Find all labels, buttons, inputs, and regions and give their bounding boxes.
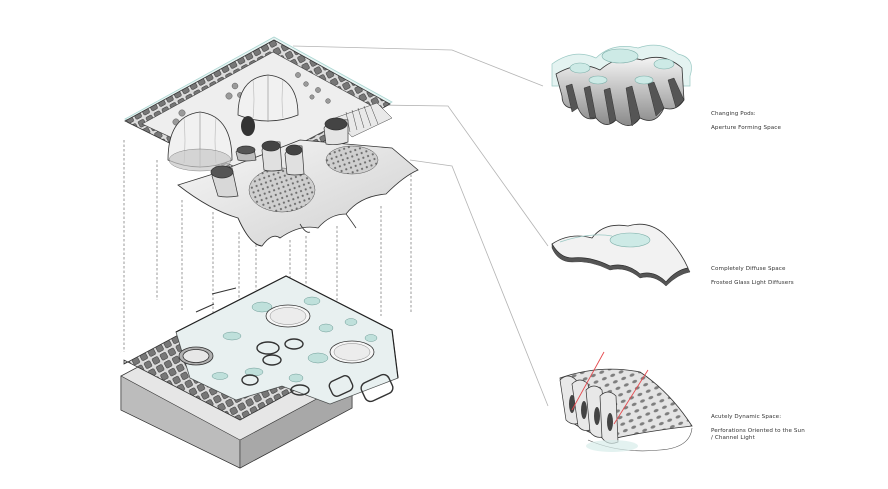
leader-line-diffuse (377, 104, 549, 247)
label-diffuse: Completely Diffuse Space Frosted Glass L… (711, 266, 794, 287)
label-pods: Changing Pods: Aperture Forming Space (711, 111, 781, 132)
pod-dome-left (167, 111, 233, 172)
lower-frame-edge (175, 275, 399, 379)
lower-teal-diffusers (211, 296, 378, 383)
label-dynamic-heading: Acutely Dynamic Space: (711, 414, 782, 420)
leader-line-pods (292, 45, 544, 87)
upper-funnels (210, 117, 349, 198)
lower-pod-rims (241, 338, 394, 403)
label-dynamic: Acutely Dynamic Space: Perforations Orie… (711, 414, 805, 442)
upper-perforation-patch (248, 167, 316, 213)
diffuser-sheet-detail (551, 223, 691, 287)
leader-line-dynamic (409, 159, 549, 407)
perforated-surface-detail (559, 351, 693, 452)
pod-module-detail (551, 44, 692, 127)
label-pods-subheading: Aperture Forming Space (711, 125, 782, 131)
lower-floor-assembly (120, 275, 399, 469)
leader-lines (292, 45, 549, 407)
label-dynamic-subheading-1: Perforations Oriented to the Sun (711, 428, 805, 434)
label-dynamic-subheading-2: / Channel Light (711, 435, 755, 441)
label-diffuse-subheading: Frosted Glass Light Diffusers (711, 280, 794, 286)
upper-drip-edge (237, 213, 357, 247)
label-diffuse-heading: Completely Diffuse Space (711, 266, 786, 272)
lower-openings (178, 304, 375, 366)
sun-ray-lines (571, 351, 649, 425)
label-pods-heading: Changing Pods: (711, 111, 756, 117)
pod-dome-top (237, 74, 299, 136)
upper-roof-assembly (124, 36, 419, 247)
